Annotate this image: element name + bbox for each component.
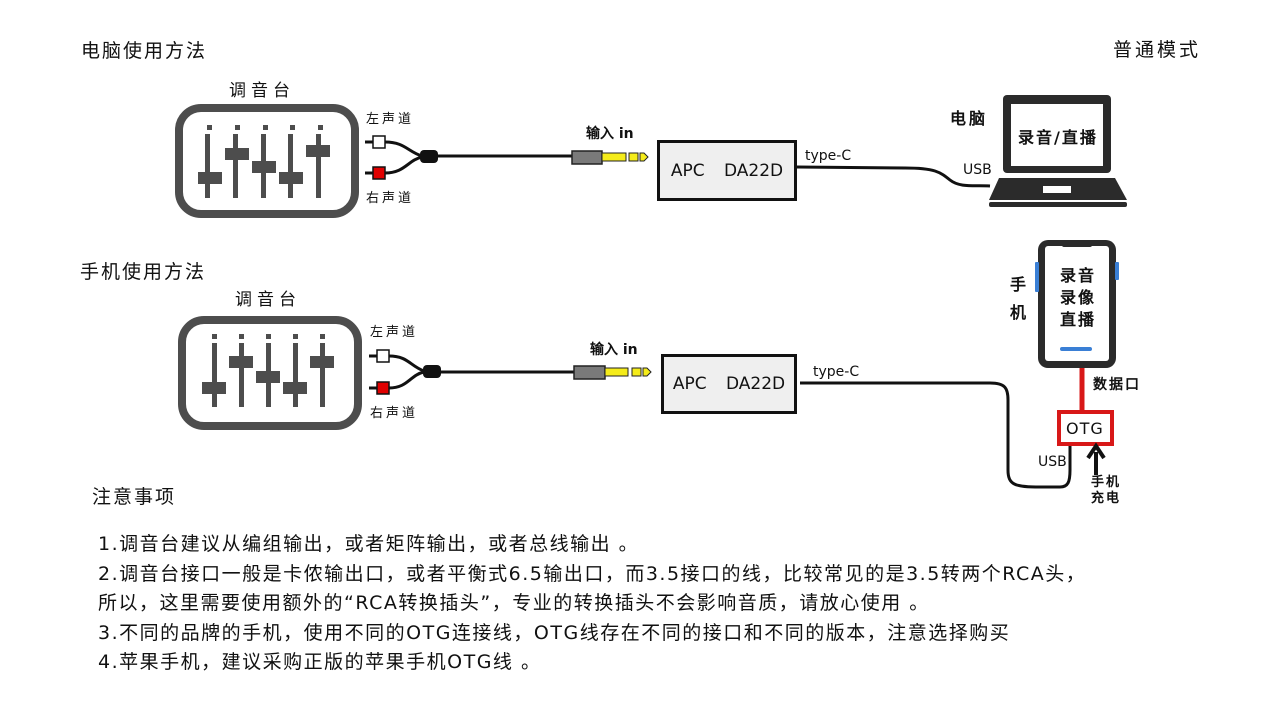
otg-connector — [1057, 368, 1114, 446]
typec-cable-computer — [796, 165, 991, 188]
rca-cable-phone — [369, 349, 652, 395]
phone-screen-line: 录像 — [1060, 288, 1097, 307]
phone-input-label: 输入 in — [590, 342, 638, 358]
phone-mixer-label: 调音台 — [235, 290, 301, 310]
otg-label: OTG — [1066, 419, 1104, 438]
phone-screen-line: 录音 — [1060, 266, 1097, 285]
phone-left-channel-label: 左声道 — [370, 325, 419, 340]
charge-label-line: 手机 — [1091, 475, 1122, 490]
notes-list: 1.调音台建议从编组输出，或者矩阵输出，或者总线输出 。 2.调音台接口一般是卡… — [98, 530, 1086, 678]
computer-usb-label: USB — [963, 162, 992, 178]
computer-target-label: 电脑 — [950, 109, 989, 128]
phone-adapter-box: APC DA22D — [661, 354, 797, 414]
phone-screen-line: 直播 — [1060, 310, 1097, 329]
data-port-label: 数据口 — [1093, 377, 1141, 393]
laptop-icon — [989, 95, 1127, 207]
rca-left-plug — [376, 349, 390, 363]
splitter-joint — [420, 150, 438, 163]
rca-right-plug — [376, 381, 390, 395]
phone-icon — [1035, 240, 1119, 368]
charge-label-line: 充电 — [1091, 491, 1122, 506]
mixer-computer — [175, 104, 359, 218]
computer-right-channel-label: 右声道 — [366, 191, 415, 206]
jack-body — [573, 365, 606, 380]
computer-typec-label: type-C — [805, 148, 852, 164]
phone-typec-label: type-C — [813, 364, 860, 380]
laptop-screen-text: 录音/直播 — [1018, 128, 1098, 147]
phone-target-label: 手机 — [1010, 275, 1027, 322]
mixer-phone — [178, 316, 362, 430]
rca-cable-computer — [365, 135, 649, 180]
phone-right-channel-label: 右声道 — [370, 406, 419, 421]
phone-screen-text: 录音 录像 直播 — [1060, 265, 1096, 331]
charge-arrow-icon — [1086, 442, 1106, 475]
note-item: 所以，这里需要使用额外的“RCA转换插头”，专业的转换插头不会影响音质，请放心使… — [98, 592, 930, 614]
phone-home-bar — [1060, 347, 1092, 351]
notes-title: 注意事项 — [92, 486, 177, 508]
mode-title: 普通模式 — [1113, 39, 1202, 61]
computer-left-channel-label: 左声道 — [366, 112, 415, 127]
phone-usb-label: USB — [1038, 454, 1067, 470]
jack-body — [571, 150, 603, 165]
typec-cable-phone — [800, 381, 1072, 489]
computer-adapter-box: APC DA22D — [657, 140, 797, 201]
splitter-joint — [423, 365, 441, 378]
computer-mixer-label: 调音台 — [229, 81, 295, 101]
note-item: 4.苹果手机，建议采购正版的苹果手机OTG线 。 — [98, 651, 542, 673]
note-item: 2.调音台接口一般是卡侬输出口，或者平衡式6.5输出口，而3.5接口的线，比较常… — [98, 562, 1087, 585]
computer-section-title: 电脑使用方法 — [81, 40, 208, 62]
note-item: 3.不同的品牌的手机，使用不同的OTG连接线，OTG线存在不同的接口和不同的版本… — [98, 621, 1011, 644]
rca-right-plug — [372, 166, 386, 180]
computer-input-label: 输入 in — [586, 126, 634, 142]
phone-charge-label: 手机 充电 — [1091, 475, 1121, 507]
phone-section-title: 手机使用方法 — [80, 261, 207, 283]
rca-left-plug — [372, 135, 386, 149]
note-item: 1.调音台建议从编组输出，或者矩阵输出，或者总线输出 。 — [98, 533, 640, 555]
